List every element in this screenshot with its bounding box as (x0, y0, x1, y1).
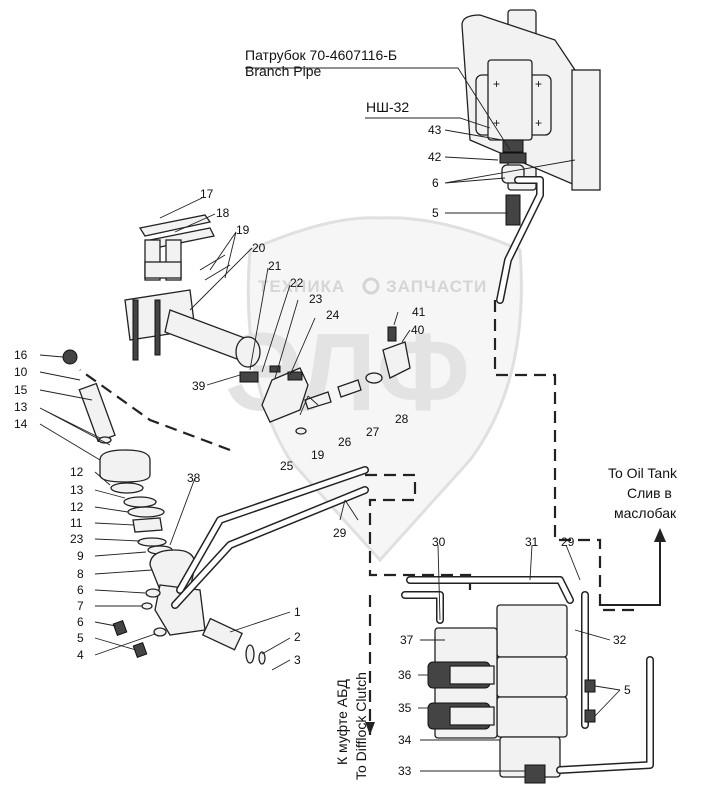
pipe-30 (401, 591, 444, 624)
callout-28: 28 (395, 412, 409, 426)
control-linkage (124, 214, 411, 435)
callout-5-c: 5 (624, 683, 631, 697)
pump-label: НШ-32 (366, 99, 409, 115)
clutch-arrow (365, 722, 375, 735)
callout-8: 8 (77, 567, 84, 581)
svg-text:+: + (535, 116, 542, 130)
callout-26: 26 (338, 435, 352, 449)
callout-5: 5 (432, 206, 439, 220)
callout-2: 2 (294, 630, 301, 644)
callout-19-mid: 19 (311, 448, 325, 462)
callout-35: 35 (398, 701, 412, 715)
gear-icon (362, 277, 380, 295)
callout-12-b: 12 (70, 500, 84, 514)
callout-7: 7 (77, 599, 84, 613)
callout-3: 3 (294, 653, 301, 667)
callout-12: 12 (70, 465, 84, 479)
svg-text:+: + (493, 116, 500, 130)
callout-33: 33 (398, 764, 412, 778)
callout-10: 10 (14, 365, 28, 379)
callout-11: 11 (70, 516, 83, 530)
callout-5-b: 5 (77, 631, 84, 645)
callout-22: 22 (290, 276, 304, 290)
callout-23-b: 23 (70, 532, 84, 546)
callout-17: 17 (200, 187, 214, 201)
pump-assembly: + + + + (461, 9, 601, 226)
callout-18: 18 (216, 206, 230, 220)
captions: Патрубок 70-4607116-Б Branch Pipe НШ-32 … (245, 47, 678, 780)
callout-23: 23 (309, 292, 323, 306)
valve-stack (62, 349, 266, 665)
watermark-text-right: ЗАПЧАСТИ (386, 277, 487, 296)
callout-4: 4 (77, 648, 84, 662)
clutch-label-en: To Difflock Clutch (353, 672, 369, 780)
callout-43: 43 (428, 123, 442, 137)
callout-39: 39 (192, 379, 206, 393)
callout-16: 16 (14, 348, 28, 362)
callout-29: 29 (333, 526, 347, 540)
callout-42: 42 (428, 150, 442, 164)
callout-15: 15 (14, 383, 28, 397)
oil-tank-line (600, 540, 661, 606)
oil-tank-label-ru-1: Слив в (627, 485, 672, 501)
clutch-label-ru: К муфте АБД (334, 679, 350, 765)
callout-29-b: 29 (561, 535, 575, 549)
watermark: ТЕХНИКА ЗАПЧАСТИ ЭЛФ (225, 216, 523, 563)
callout-13: 13 (14, 400, 28, 414)
return-dashed-line (365, 473, 472, 590)
callout-25: 25 (280, 459, 294, 473)
callout-6-b: 6 (77, 583, 84, 597)
branch-pipe-label-en: Branch Pipe (245, 63, 321, 79)
branch-pipe-label-ru: Патрубок 70-4607116-Б (245, 47, 397, 63)
callout-20: 20 (252, 241, 266, 255)
callout-36: 36 (398, 668, 412, 682)
callout-numbers: 43 42 6 5 17 18 19 20 21 22 23 24 41 40 … (14, 123, 631, 778)
callout-13-b: 13 (70, 483, 84, 497)
callout-37: 37 (400, 633, 414, 647)
pipe-right (556, 656, 654, 774)
callout-21: 21 (268, 259, 282, 273)
callout-6-c: 6 (77, 615, 84, 629)
watermark-text-left: ТЕХНИКА (258, 277, 345, 296)
watermark-logo: ЭЛФ (225, 311, 470, 434)
callout-1: 1 (294, 605, 301, 619)
oil-tank-label-ru-2: маслобак (614, 505, 677, 521)
callout-19: 19 (236, 223, 250, 237)
svg-text:+: + (493, 77, 500, 91)
callout-41: 41 (412, 305, 426, 319)
leader-lines (39, 67, 621, 772)
svg-text:+: + (535, 77, 542, 91)
linkage-dashed-line (79, 369, 231, 452)
callout-27: 27 (366, 425, 380, 439)
callout-14: 14 (14, 417, 28, 431)
callout-30: 30 (432, 535, 446, 549)
callout-40: 40 (411, 323, 425, 337)
callout-24: 24 (326, 308, 340, 322)
callout-34: 34 (398, 733, 412, 747)
callout-38: 38 (187, 471, 201, 485)
callout-9: 9 (77, 549, 84, 563)
callout-6: 6 (432, 176, 439, 190)
oil-tank-label-en: To Oil Tank (608, 465, 678, 481)
callout-31: 31 (525, 535, 539, 549)
oil-tank-arrow (654, 528, 666, 542)
distributor (427, 604, 596, 784)
callout-32: 32 (613, 633, 627, 647)
